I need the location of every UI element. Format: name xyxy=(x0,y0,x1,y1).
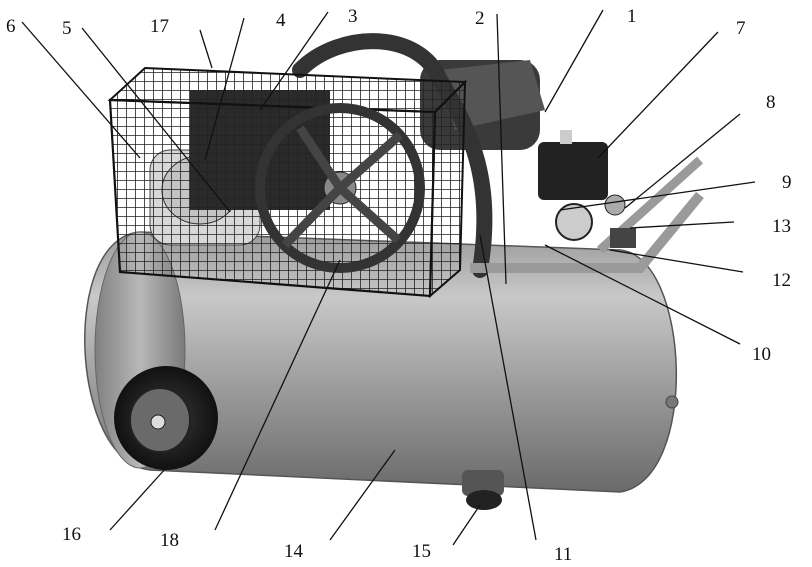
label-2: 2 xyxy=(475,8,485,29)
drain-valve-foot xyxy=(462,470,504,510)
label-17: 17 xyxy=(150,16,169,37)
label-16: 16 xyxy=(62,524,81,545)
label-1: 1 xyxy=(627,6,637,27)
label-7: 7 xyxy=(736,18,746,39)
label-10: 10 xyxy=(752,344,771,365)
label-6: 6 xyxy=(6,16,16,37)
label-12: 12 xyxy=(772,270,791,291)
flywheel xyxy=(255,103,425,273)
outlet-pipe xyxy=(470,191,704,273)
label-11: 11 xyxy=(554,544,572,565)
label-8: 8 xyxy=(766,92,776,113)
belt-guard-grill xyxy=(107,66,468,299)
pressure-gauge xyxy=(555,194,636,248)
label-5: 5 xyxy=(62,18,72,39)
leader-lines xyxy=(21,9,756,546)
label-13: 13 xyxy=(772,216,791,237)
wheel xyxy=(114,366,218,470)
label-15: 15 xyxy=(412,541,431,562)
tank-side-plug xyxy=(665,395,679,409)
pressure-switch xyxy=(538,130,608,200)
label-18: 18 xyxy=(160,530,179,551)
label-9: 9 xyxy=(782,172,792,193)
label-3: 3 xyxy=(348,6,358,27)
label-14: 14 xyxy=(284,541,304,562)
label-4: 4 xyxy=(276,10,286,31)
